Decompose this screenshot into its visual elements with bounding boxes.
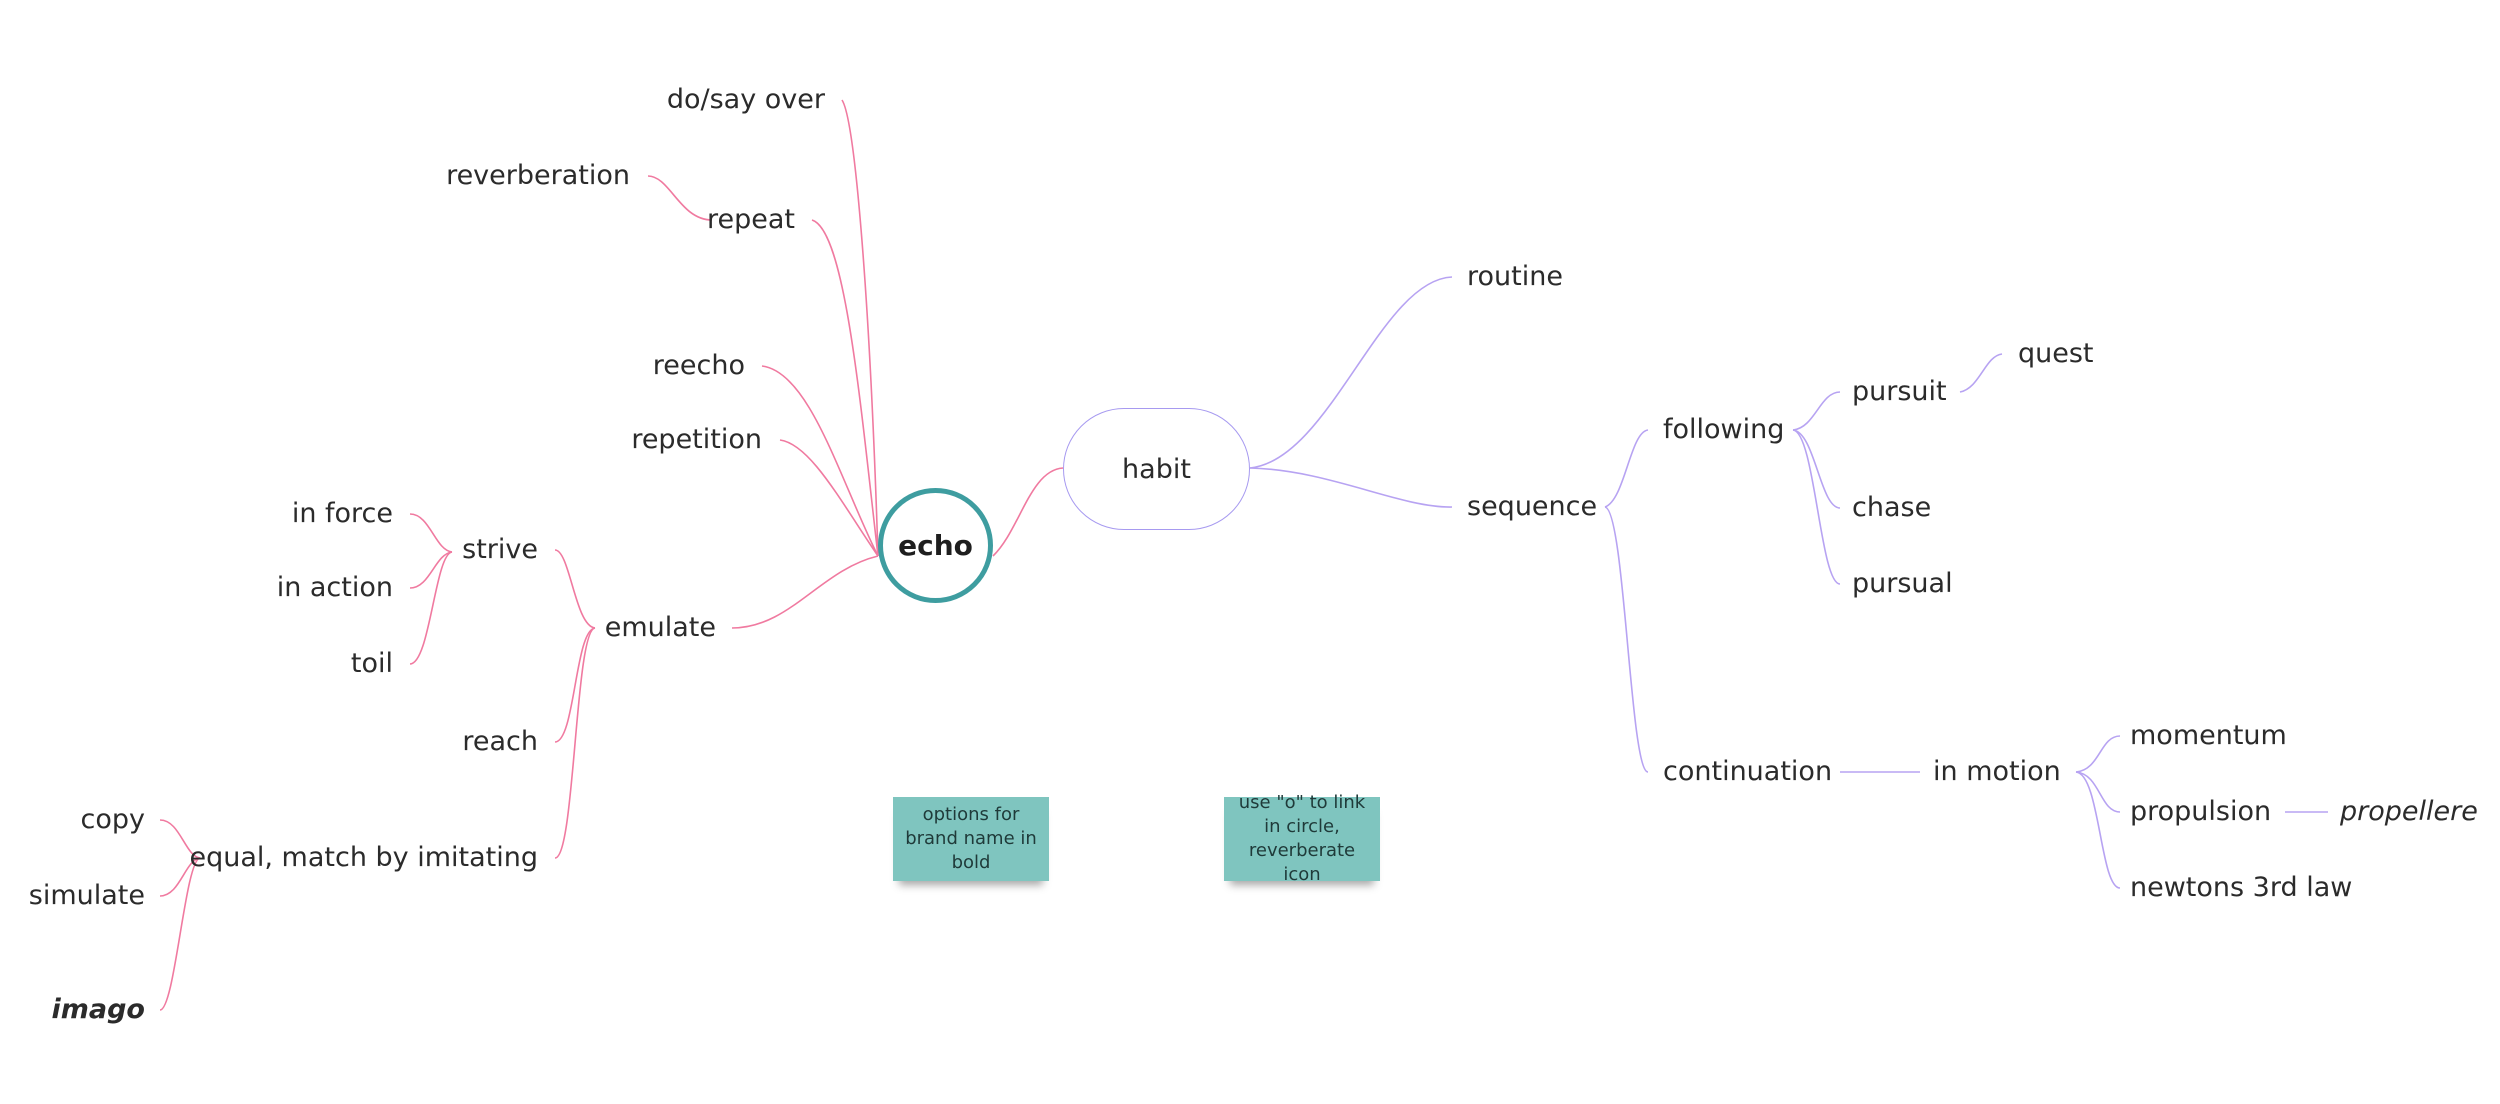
node-continuation[interactable]: continuation — [1663, 756, 1833, 787]
link-repeat — [811, 219, 879, 557]
node-copy[interactable]: copy — [80, 804, 145, 835]
node-chase[interactable]: chase — [1852, 492, 1932, 523]
node-sequence[interactable]: sequence — [1467, 491, 1598, 522]
node-reverberation[interactable]: reverberation — [446, 160, 630, 191]
link-quest — [1959, 353, 2003, 393]
node-emulate[interactable]: emulate — [604, 612, 716, 643]
link-sequence — [1249, 467, 1453, 508]
link-pursual — [1792, 429, 1841, 585]
link-momentum — [2075, 735, 2121, 773]
link-strive — [554, 549, 596, 629]
link-propulsion — [2075, 771, 2121, 813]
node-in-force[interactable]: in force — [291, 498, 393, 529]
link-do-say-over — [841, 99, 879, 557]
link-emulate — [731, 555, 879, 629]
node-repeat[interactable]: repeat — [706, 204, 795, 235]
link-toil — [409, 551, 453, 665]
node-repetition[interactable]: repetition — [631, 424, 762, 455]
node-in-motion[interactable]: in motion — [1933, 756, 2061, 787]
node-pursuit[interactable]: pursuit — [1852, 376, 1947, 407]
link-chase — [1792, 429, 1841, 509]
node-reecho[interactable]: reecho — [652, 350, 745, 381]
node-in-action[interactable]: in action — [276, 572, 393, 603]
node-quest[interactable]: quest — [2018, 338, 2094, 369]
sticky-note-brand[interactable]: options for brand name in bold — [893, 797, 1049, 881]
link-continuation — [1604, 506, 1649, 773]
link-reach — [554, 627, 596, 743]
node-following[interactable]: following — [1663, 414, 1785, 445]
node-propulsion[interactable]: propulsion — [2130, 796, 2272, 827]
node-strive[interactable]: strive — [462, 534, 538, 565]
node-propellere[interactable]: propellere — [2340, 796, 2478, 827]
sticky-note-link[interactable]: use "o" to link in circle, reverberate i… — [1224, 792, 1380, 885]
link-newtons — [2075, 771, 2121, 889]
central-topic-echo[interactable]: echo — [878, 488, 993, 603]
link-repetition — [779, 439, 879, 557]
link-equal-match — [554, 627, 596, 859]
node-do-say-over[interactable]: do/say over — [666, 84, 825, 115]
node-toil[interactable]: toil — [350, 648, 393, 679]
node-imago[interactable]: imago — [51, 994, 146, 1025]
node-routine[interactable]: routine — [1467, 261, 1563, 292]
node-reach[interactable]: reach — [462, 726, 538, 757]
link-following — [1604, 429, 1649, 508]
node-momentum[interactable]: momentum — [2130, 720, 2287, 751]
link-echo-habit — [992, 467, 1064, 557]
link-in-force — [409, 513, 453, 553]
link-reverberation — [647, 175, 713, 221]
node-simulate[interactable]: simulate — [28, 880, 145, 911]
node-pursual[interactable]: pursual — [1852, 568, 1953, 599]
sticky-note-link-text: use "o" to link in circle, reverberate i… — [1238, 792, 1366, 885]
link-reecho — [761, 365, 879, 557]
link-routine — [1249, 276, 1453, 469]
sticky-note-brand-text: options for brand name in bold — [905, 804, 1037, 873]
link-in-action — [409, 551, 453, 589]
node-equal-match[interactable]: equal, match by imitating — [189, 842, 538, 873]
link-pursuit — [1792, 391, 1841, 431]
node-newtons-3rd-law[interactable]: newtons 3rd law — [2130, 872, 2353, 903]
topic-habit[interactable]: habit — [1063, 408, 1250, 530]
link-imago — [159, 857, 201, 1011]
link-simulate — [159, 857, 201, 897]
link-copy — [159, 819, 201, 859]
